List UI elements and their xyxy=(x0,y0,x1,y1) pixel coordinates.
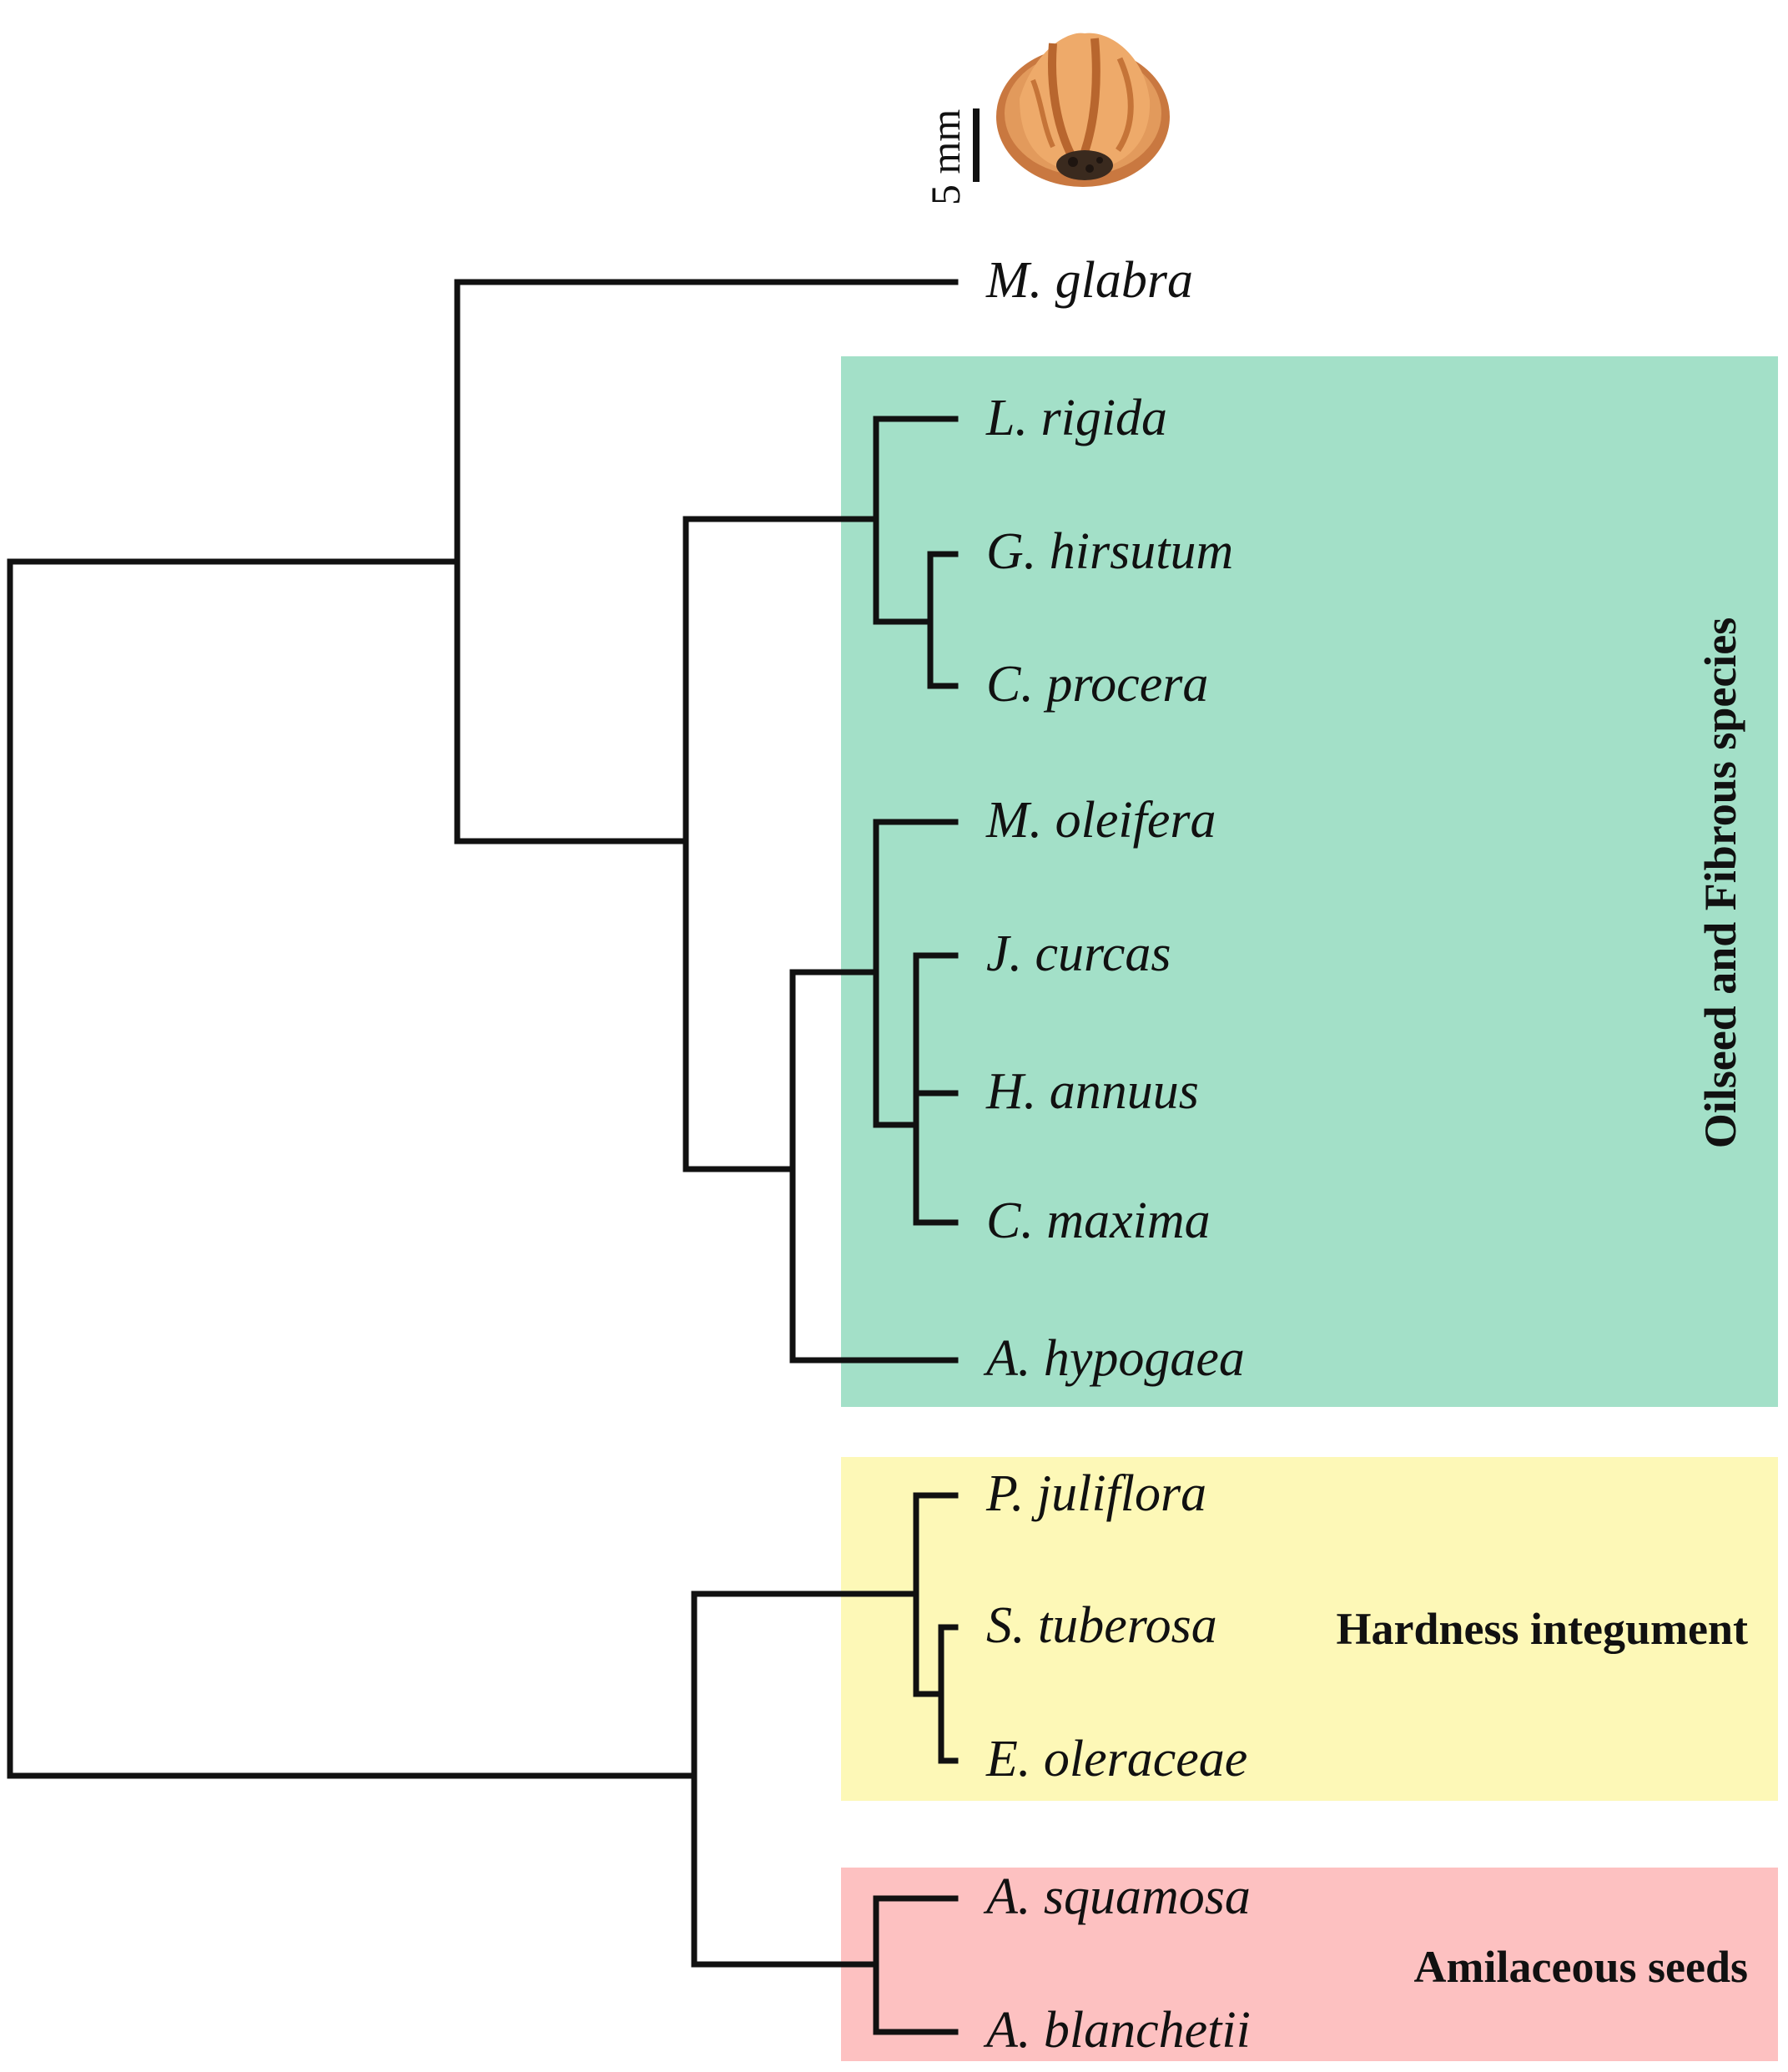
taxon-label-g-hirsutum: G. hirsutum xyxy=(986,523,1233,580)
taxon-label-m-oleifera: M. oleifera xyxy=(985,792,1216,849)
oilseed-group-label: Oilseed and Fibrous species xyxy=(1695,618,1745,1149)
taxon-label-a-blanchetii: A. blanchetii xyxy=(983,2002,1251,2059)
taxon-label-e-oleraceae: E. oleraceae xyxy=(985,1731,1247,1787)
dendrogram-branches xyxy=(7,279,959,2035)
taxon-label-a-squamosa: A. squamosa xyxy=(983,1868,1251,1925)
taxon-label-m-glabra: M. glabra xyxy=(985,252,1193,309)
seed-photo xyxy=(996,33,1170,187)
taxon-label-c-maxima: C. maxima xyxy=(986,1192,1211,1249)
hardness-group-label: Hardness integument xyxy=(1336,1604,1748,1654)
amilaceous-group-label: Amilaceous seeds xyxy=(1414,1942,1748,1992)
scale-bar-label: 5 mm xyxy=(922,109,969,205)
taxon-label-a-hypogaea: A. hypogaea xyxy=(983,1330,1245,1387)
taxon-label-c-procera: C. procera xyxy=(986,656,1208,713)
taxon-label-h-annuus: H. annuus xyxy=(985,1063,1199,1120)
hardness-group-box xyxy=(841,1457,1778,1801)
taxon-label-s-tuberosa: S. tuberosa xyxy=(986,1597,1217,1654)
amilaceous-group-box xyxy=(841,1868,1778,2061)
oilseed-group-box xyxy=(841,356,1778,1407)
taxon-label-l-rigida: L. rigida xyxy=(985,390,1167,446)
taxon-label-j-curcas: J. curcas xyxy=(986,925,1171,982)
taxon-label-p-juliflora: P. juliflora xyxy=(985,1465,1206,1522)
